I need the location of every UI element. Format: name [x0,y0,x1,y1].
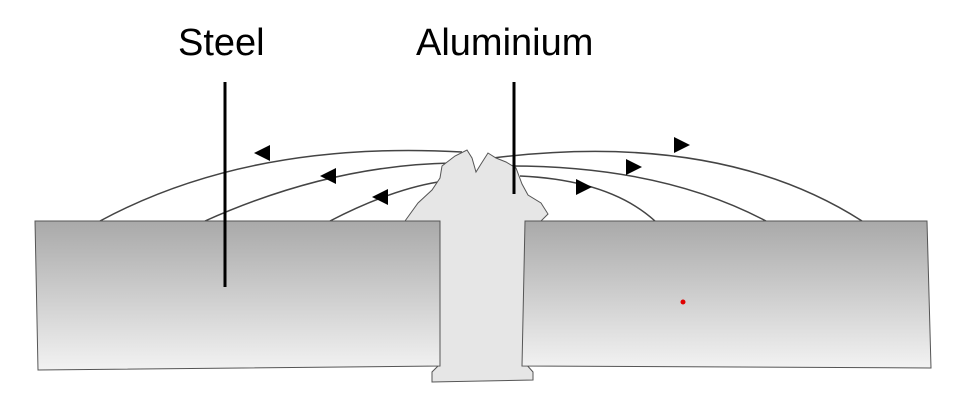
field-lines [99,149,863,222]
steel-label: Steel [178,22,265,64]
steel-plate-right [521,220,932,369]
arrow-left-inner-icon [372,189,388,205]
field-line-right-middle [504,165,767,222]
aluminium-filler [404,149,549,383]
arrow-left-middle-icon [320,168,336,184]
arrow-right-middle-icon [626,159,642,175]
marker-dot [680,299,686,305]
field-arrows [254,137,690,205]
aluminium-label: Aluminium [416,22,593,64]
steel-plate-left [34,220,441,371]
arrow-right-outer-icon [674,137,690,153]
arrow-right-inner-icon [576,179,592,195]
field-line-right-outer [492,150,863,222]
arrow-left-outer-icon [254,145,270,161]
field-line-right-inner [519,175,656,222]
field-line-left-outer [99,149,463,222]
